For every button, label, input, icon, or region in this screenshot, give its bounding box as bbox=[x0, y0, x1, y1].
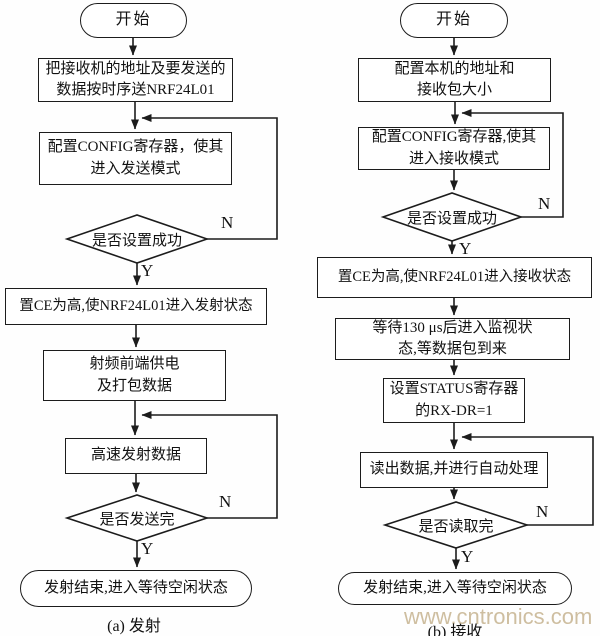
decision-b-read-done-shape bbox=[382, 501, 530, 549]
branch-b-yes-1: Y bbox=[459, 239, 472, 258]
terminal-b-end: 发射结束,进入等待空闲状态 bbox=[338, 572, 572, 605]
branch-a-no-1: N bbox=[221, 213, 234, 232]
process-b-wait-monitor: 等待130 μs后进入监视状 态,等数据包到来 bbox=[335, 318, 570, 360]
decision-diamonds bbox=[64, 192, 530, 549]
caption-a: (a) 发射 bbox=[107, 618, 161, 635]
process-a-config-register-line1: 配置CONFIG寄存器，使其 bbox=[47, 139, 224, 156]
terminal-b-start: 开始 bbox=[400, 3, 508, 38]
process-a-config-register-line2: 进入发送模式 bbox=[90, 160, 181, 177]
process-a-ce-high: 置CE为高,使NRF24L01进入发射状态 bbox=[5, 288, 267, 325]
branch-a-yes-1: Y bbox=[141, 261, 154, 280]
loop-b-decision1-no bbox=[461, 109, 564, 218]
branch-a-no-2: N bbox=[219, 492, 232, 511]
loop-a-decision1-no bbox=[141, 114, 278, 240]
loop-a-decision2-no bbox=[141, 411, 278, 519]
process-b-read-data: 读出数据,并进行自动处理 bbox=[360, 452, 548, 488]
watermark-text: www.cntronics.com bbox=[404, 604, 593, 629]
process-b-status-register: 设置STATUS寄存器 的RX-DR=1 bbox=[383, 378, 525, 423]
process-b-config-register: 配置CONFIG寄存器,使其 进入接收模式 bbox=[358, 127, 550, 170]
decision-a-setup-ok-shape bbox=[64, 214, 210, 264]
process-a-load-address-line2: 数据按时序送NRF24L01 bbox=[56, 82, 215, 98]
process-b-wait-monitor-line1: 等待130 μs后进入监视状 bbox=[372, 319, 533, 336]
process-b-config-address: 配置本机的地址和 接收包大小 bbox=[358, 58, 551, 102]
process-a-load-address: 把接收机的地址及要发送的 数据按时序送NRF24L01 bbox=[38, 58, 233, 102]
process-b-status-register-line1: 设置STATUS寄存器 bbox=[389, 381, 519, 398]
branch-a-yes-2: Y bbox=[141, 539, 154, 558]
process-a-rf-power: 射频前端供电 及打包数据 bbox=[43, 350, 226, 401]
process-a-send-data: 高速发射数据 bbox=[65, 438, 207, 474]
decision-b-setup-ok-shape bbox=[380, 192, 524, 242]
caption-b: (b) 接收 bbox=[427, 624, 483, 636]
branch-b-yes-2: Y bbox=[461, 547, 474, 566]
branch-b-no-2: N bbox=[536, 502, 549, 521]
branch-b-no-1: N bbox=[538, 194, 551, 213]
decision-a-send-done-label: 是否发送完 bbox=[99, 511, 175, 528]
process-b-config-address-line2: 接收包大小 bbox=[416, 82, 492, 98]
connectors-transmit bbox=[129, 38, 278, 568]
process-b-config-address-line1: 配置本机的地址和 bbox=[394, 60, 515, 77]
process-b-status-register-line2: 的RX-DR=1 bbox=[415, 402, 493, 419]
process-a-rf-power-line2: 及打包数据 bbox=[96, 377, 172, 394]
process-a-config-register: 配置CONFIG寄存器，使其 进入发送模式 bbox=[39, 132, 232, 185]
decision-a-setup-ok-label: 是否设置成功 bbox=[91, 232, 182, 249]
process-b-config-register-line1: 配置CONFIG寄存器,使其 bbox=[371, 129, 537, 146]
decision-b-read-done-label: 是否读取完 bbox=[418, 518, 494, 535]
process-a-load-address-line1: 把接收机的地址及要发送的 bbox=[45, 60, 226, 77]
loop-b-decision2-no bbox=[461, 433, 594, 526]
terminal-a-end: 发射结束,进入等待空闲状态 bbox=[20, 570, 252, 607]
decision-a-send-done-shape bbox=[64, 494, 210, 542]
process-b-wait-monitor-line2: 态,等数据包到来 bbox=[398, 341, 507, 357]
process-b-config-register-line2: 进入接收模式 bbox=[408, 150, 499, 167]
connectors-receive bbox=[448, 38, 594, 570]
decision-b-setup-ok-label: 是否设置成功 bbox=[406, 210, 497, 227]
process-b-ce-high: 置CE为高,使NRF24L01进入接收状态 bbox=[317, 257, 592, 298]
terminal-a-start: 开始 bbox=[80, 3, 187, 38]
process-a-rf-power-line1: 射频前端供电 bbox=[89, 356, 180, 373]
